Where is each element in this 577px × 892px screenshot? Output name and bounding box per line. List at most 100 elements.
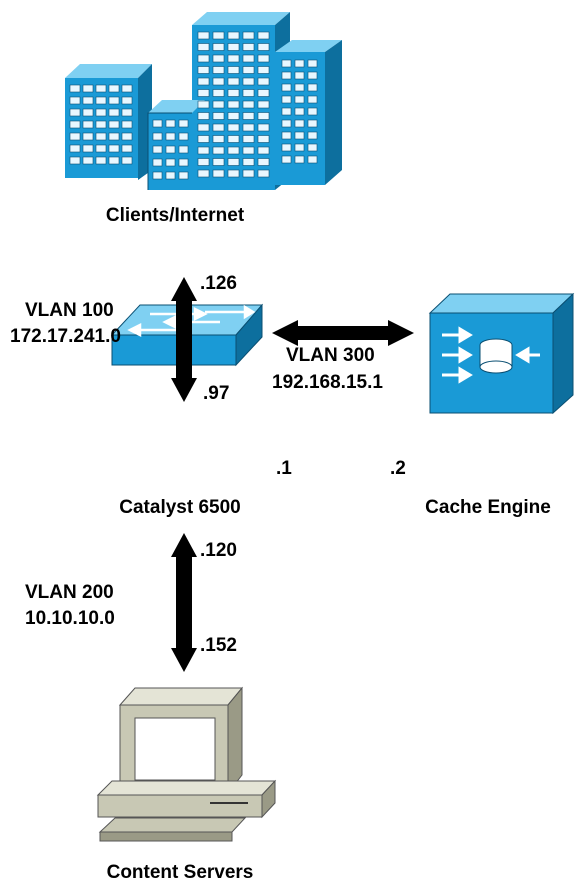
building-window bbox=[242, 169, 255, 178]
building-window bbox=[69, 120, 81, 129]
building-window bbox=[242, 77, 255, 86]
building-window bbox=[69, 156, 81, 165]
building-window bbox=[294, 143, 305, 152]
building-window bbox=[294, 107, 305, 116]
building-window bbox=[257, 169, 270, 178]
building-window bbox=[108, 108, 120, 117]
building-window bbox=[152, 132, 163, 141]
vlan200-top-address: .120 bbox=[200, 540, 237, 561]
building-window bbox=[227, 146, 240, 155]
network-switch-icon bbox=[110, 303, 264, 367]
building-window bbox=[121, 144, 133, 153]
clients-internet-label: Clients/Internet bbox=[105, 205, 245, 226]
building-window bbox=[82, 144, 94, 153]
building-window bbox=[69, 84, 81, 93]
building-window bbox=[178, 119, 189, 128]
building-window bbox=[307, 119, 318, 128]
building-window bbox=[152, 145, 163, 154]
building-window bbox=[165, 171, 176, 180]
building-window bbox=[108, 96, 120, 105]
building-window bbox=[197, 43, 210, 51]
building-window bbox=[227, 54, 240, 63]
building-window bbox=[108, 120, 120, 129]
catalyst-6500-label: Catalyst 6500 bbox=[119, 497, 241, 518]
building-window bbox=[307, 95, 318, 104]
building-window bbox=[281, 95, 292, 104]
building-window bbox=[227, 77, 240, 86]
vlan100-link-arrow bbox=[171, 277, 197, 402]
building-window bbox=[152, 158, 163, 167]
building-window bbox=[294, 95, 305, 104]
building-window bbox=[95, 156, 107, 165]
building-window bbox=[227, 158, 240, 166]
building-window bbox=[197, 77, 210, 86]
building-window bbox=[121, 156, 133, 165]
building-window bbox=[212, 123, 225, 132]
building-window bbox=[257, 123, 270, 132]
building-window bbox=[108, 84, 120, 93]
content-servers-label: Content Servers bbox=[106, 862, 254, 883]
building-window bbox=[197, 66, 210, 74]
building-window bbox=[108, 144, 120, 153]
workstation-computer-icon bbox=[96, 686, 277, 842]
building-window bbox=[227, 89, 240, 97]
building-window bbox=[242, 31, 255, 40]
building-window bbox=[227, 66, 240, 74]
building-window bbox=[165, 158, 176, 167]
vlan300-left-address: .1 bbox=[276, 458, 292, 479]
building-window bbox=[281, 143, 292, 152]
building-window bbox=[152, 171, 163, 180]
vlan300-name: VLAN 300 bbox=[286, 345, 375, 366]
building-window bbox=[121, 132, 133, 141]
building-window bbox=[227, 169, 240, 178]
building-window bbox=[82, 96, 94, 105]
building-window bbox=[257, 158, 270, 166]
building-window bbox=[197, 135, 210, 143]
building-window bbox=[281, 131, 292, 140]
building-window bbox=[242, 43, 255, 51]
vlan300-link-arrow bbox=[272, 320, 414, 346]
cache-engine-label: Cache Engine bbox=[425, 497, 551, 518]
building-window bbox=[165, 119, 176, 128]
building-window bbox=[212, 54, 225, 63]
vlan100-subnet: 172.17.241.0 bbox=[10, 326, 121, 347]
building-window bbox=[281, 107, 292, 116]
building-window bbox=[165, 145, 176, 154]
building-window bbox=[227, 43, 240, 51]
building-window bbox=[242, 100, 255, 109]
vlan300-subnet: 192.168.15.1 bbox=[272, 372, 383, 393]
building-window bbox=[69, 132, 81, 141]
office-buildings-icon bbox=[65, 12, 342, 190]
building-window bbox=[197, 89, 210, 97]
building-window bbox=[197, 31, 210, 40]
building-window bbox=[165, 132, 176, 141]
building-window bbox=[281, 155, 292, 164]
building-window bbox=[281, 83, 292, 92]
vlan200-bottom-address: .152 bbox=[200, 635, 237, 656]
building-window bbox=[95, 132, 107, 141]
building-window bbox=[212, 169, 225, 178]
building-window bbox=[121, 108, 133, 117]
building-window bbox=[242, 112, 255, 120]
building-window bbox=[82, 108, 94, 117]
vlan200-link-arrow bbox=[171, 533, 197, 672]
building-window bbox=[212, 100, 225, 109]
building-window bbox=[227, 31, 240, 40]
building-window bbox=[197, 54, 210, 63]
building-window bbox=[294, 71, 305, 80]
building-window bbox=[281, 71, 292, 80]
building-window bbox=[212, 158, 225, 166]
building-window bbox=[242, 89, 255, 97]
building-window bbox=[121, 96, 133, 105]
building-window bbox=[178, 145, 189, 154]
building-window bbox=[82, 132, 94, 141]
building-window bbox=[257, 31, 270, 40]
building-window bbox=[69, 144, 81, 153]
building-window bbox=[257, 43, 270, 51]
building-window bbox=[307, 71, 318, 80]
building-window bbox=[95, 96, 107, 105]
building-window bbox=[212, 146, 225, 155]
building-window bbox=[178, 132, 189, 141]
